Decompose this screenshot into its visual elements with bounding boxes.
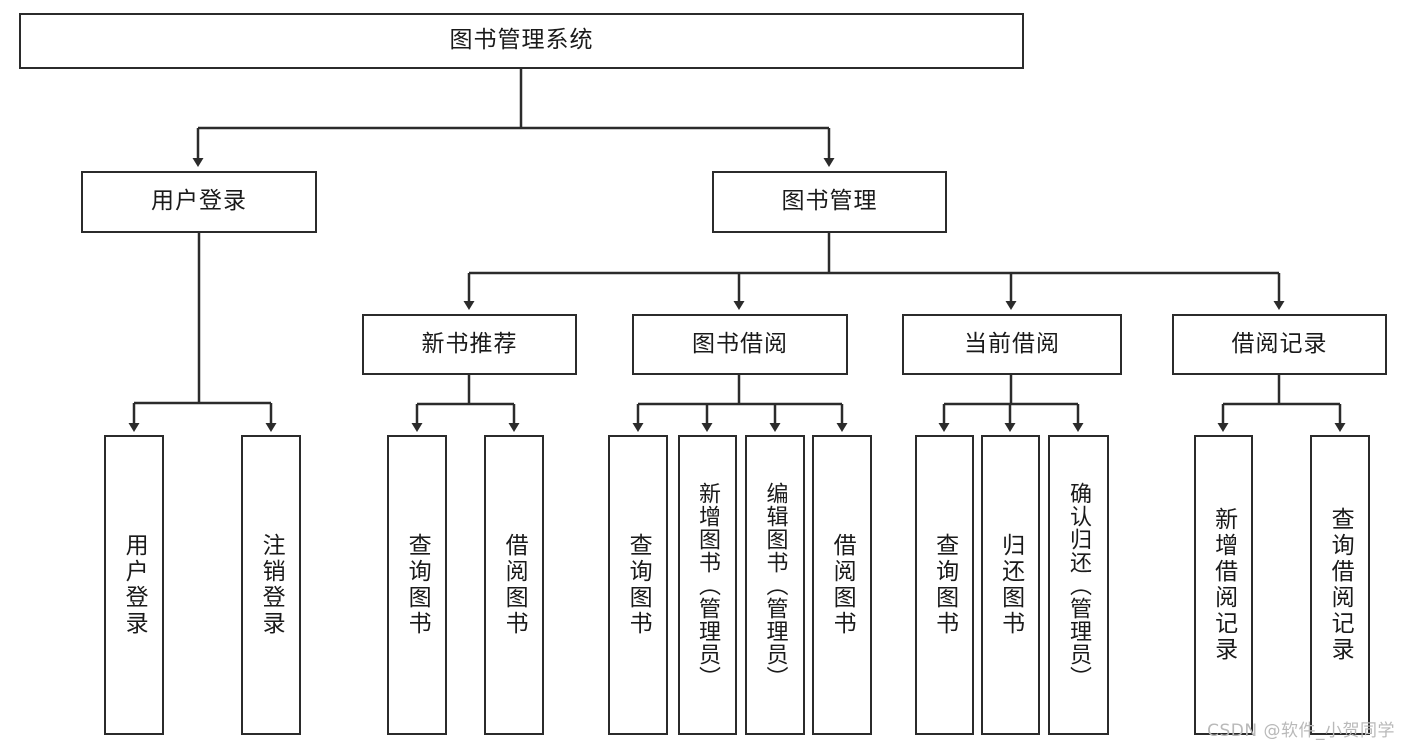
- book-borrow-connectors: [632, 375, 848, 432]
- node-leaf-borrow-book-recommend[interactable]: 借阅图书: [484, 435, 544, 735]
- new-book-recommend-connectors: [411, 375, 520, 432]
- node-leaf-query-book-recommend[interactable]: 查询图书: [387, 435, 447, 735]
- node-leaf-user-logout[interactable]: 注销登录: [241, 435, 301, 735]
- node-leaf-confirm-return-admin[interactable]: 确认归还（管理员）: [1048, 435, 1109, 735]
- node-leaf-user-login[interactable]: 用户登录: [104, 435, 164, 735]
- node-leaf-borrow-book-borrow[interactable]: 借阅图书: [812, 435, 872, 735]
- csdn-watermark: CSDN @软件_小贺同学: [1207, 721, 1395, 741]
- node-leaf-add-book-admin[interactable]: 新增图书（管理员）: [678, 435, 737, 735]
- node-book-management[interactable]: 图书管理: [712, 171, 947, 233]
- node-borrow-record[interactable]: 借阅记录: [1172, 314, 1387, 375]
- root-connectors: [192, 69, 835, 167]
- node-new-book-recommend[interactable]: 新书推荐: [362, 314, 577, 375]
- borrow-record-connectors: [1217, 375, 1346, 432]
- node-leaf-return-book[interactable]: 归还图书: [981, 435, 1040, 735]
- user-login-connectors: [128, 233, 277, 432]
- node-leaf-query-book-current[interactable]: 查询图书: [915, 435, 974, 735]
- node-leaf-edit-book-admin[interactable]: 编辑图书（管理员）: [745, 435, 805, 735]
- node-leaf-query-book-borrow[interactable]: 查询图书: [608, 435, 668, 735]
- node-current-borrow[interactable]: 当前借阅: [902, 314, 1122, 375]
- node-book-borrow[interactable]: 图书借阅: [632, 314, 848, 375]
- current-borrow-connectors: [938, 375, 1084, 432]
- node-root[interactable]: 图书管理系统: [19, 13, 1024, 69]
- node-user-login[interactable]: 用户登录: [81, 171, 317, 233]
- book-management-connectors: [463, 233, 1285, 310]
- node-leaf-add-borrow-record[interactable]: 新增借阅记录: [1194, 435, 1253, 735]
- node-leaf-query-borrow-record[interactable]: 查询借阅记录: [1310, 435, 1370, 735]
